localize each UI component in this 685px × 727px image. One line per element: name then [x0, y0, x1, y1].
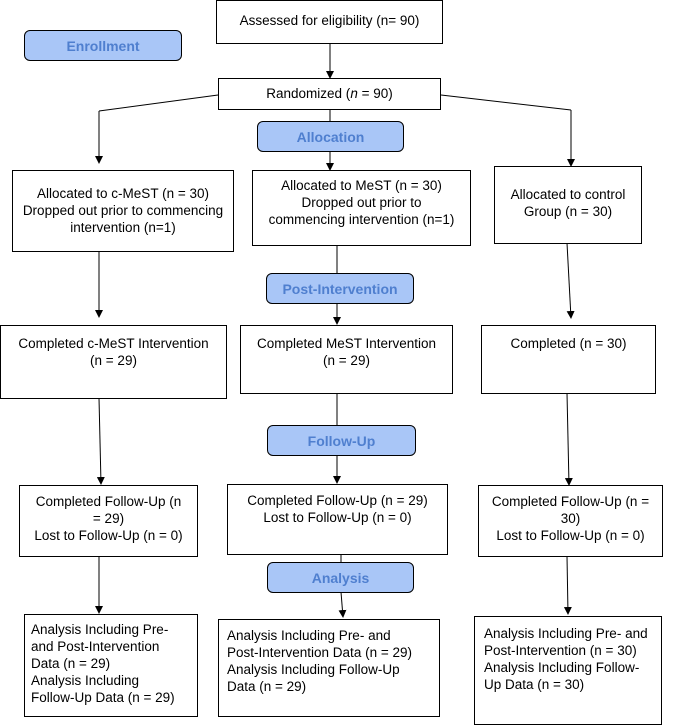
cmest-analysis-box: Analysis Including Pre- and Post-Interve… [24, 614, 198, 717]
mest-allocated-box: Allocated to MeST (n = 30) Dropped out p… [252, 170, 471, 246]
cmest-completed-box: Completed c-MeST Intervention (n = 29) [0, 325, 227, 399]
stage-enrollment: Enrollment [24, 30, 182, 61]
mest-followup-box: Completed Follow-Up (n = 29) Lost to Fol… [227, 484, 448, 555]
randomized-text: Randomized (n = 90) [266, 86, 393, 101]
mest-analysis-box: Analysis Including Pre- and Post-Interve… [218, 619, 440, 717]
mest-completed-box: Completed MeST Intervention (n = 29) [240, 325, 453, 394]
control-completed-box: Completed (n = 30) [481, 325, 656, 394]
cmest-followup-box: Completed Follow-Up (n = 29) Lost to Fol… [19, 485, 198, 557]
cmest-allocated-box: Allocated to c-MeST (n = 30) Dropped out… [12, 170, 234, 252]
arrow-control-to-followup [564, 392, 573, 486]
split-line-left [98, 94, 219, 112]
eligibility-text: Assessed for eligibility (n= 90) [239, 13, 420, 28]
arrow-cmest-to-followup [96, 397, 105, 485]
stage-follow-up: Follow-Up [267, 425, 416, 456]
split-line-right [440, 94, 572, 111]
arrow-control-to-completed [566, 242, 575, 319]
eligibility-box: Assessed for eligibility (n= 90) [216, 0, 443, 44]
control-analysis-box: Analysis Including Pre- and Post-Interve… [474, 616, 662, 725]
stage-post-intervention: Post-Intervention [266, 273, 414, 304]
control-followup-box: Completed Follow-Up (n = 30) Lost to Fol… [478, 485, 663, 557]
arrow-stage-to-mest-analysis [338, 591, 347, 618]
arrow-control-to-analysis [563, 555, 572, 615]
stage-analysis: Analysis [267, 562, 414, 593]
stage-allocation: Allocation [257, 121, 404, 152]
randomized-box: Randomized (n = 90) [218, 78, 441, 110]
control-allocated-box: Allocated to control Group (n = 30) [494, 166, 642, 244]
